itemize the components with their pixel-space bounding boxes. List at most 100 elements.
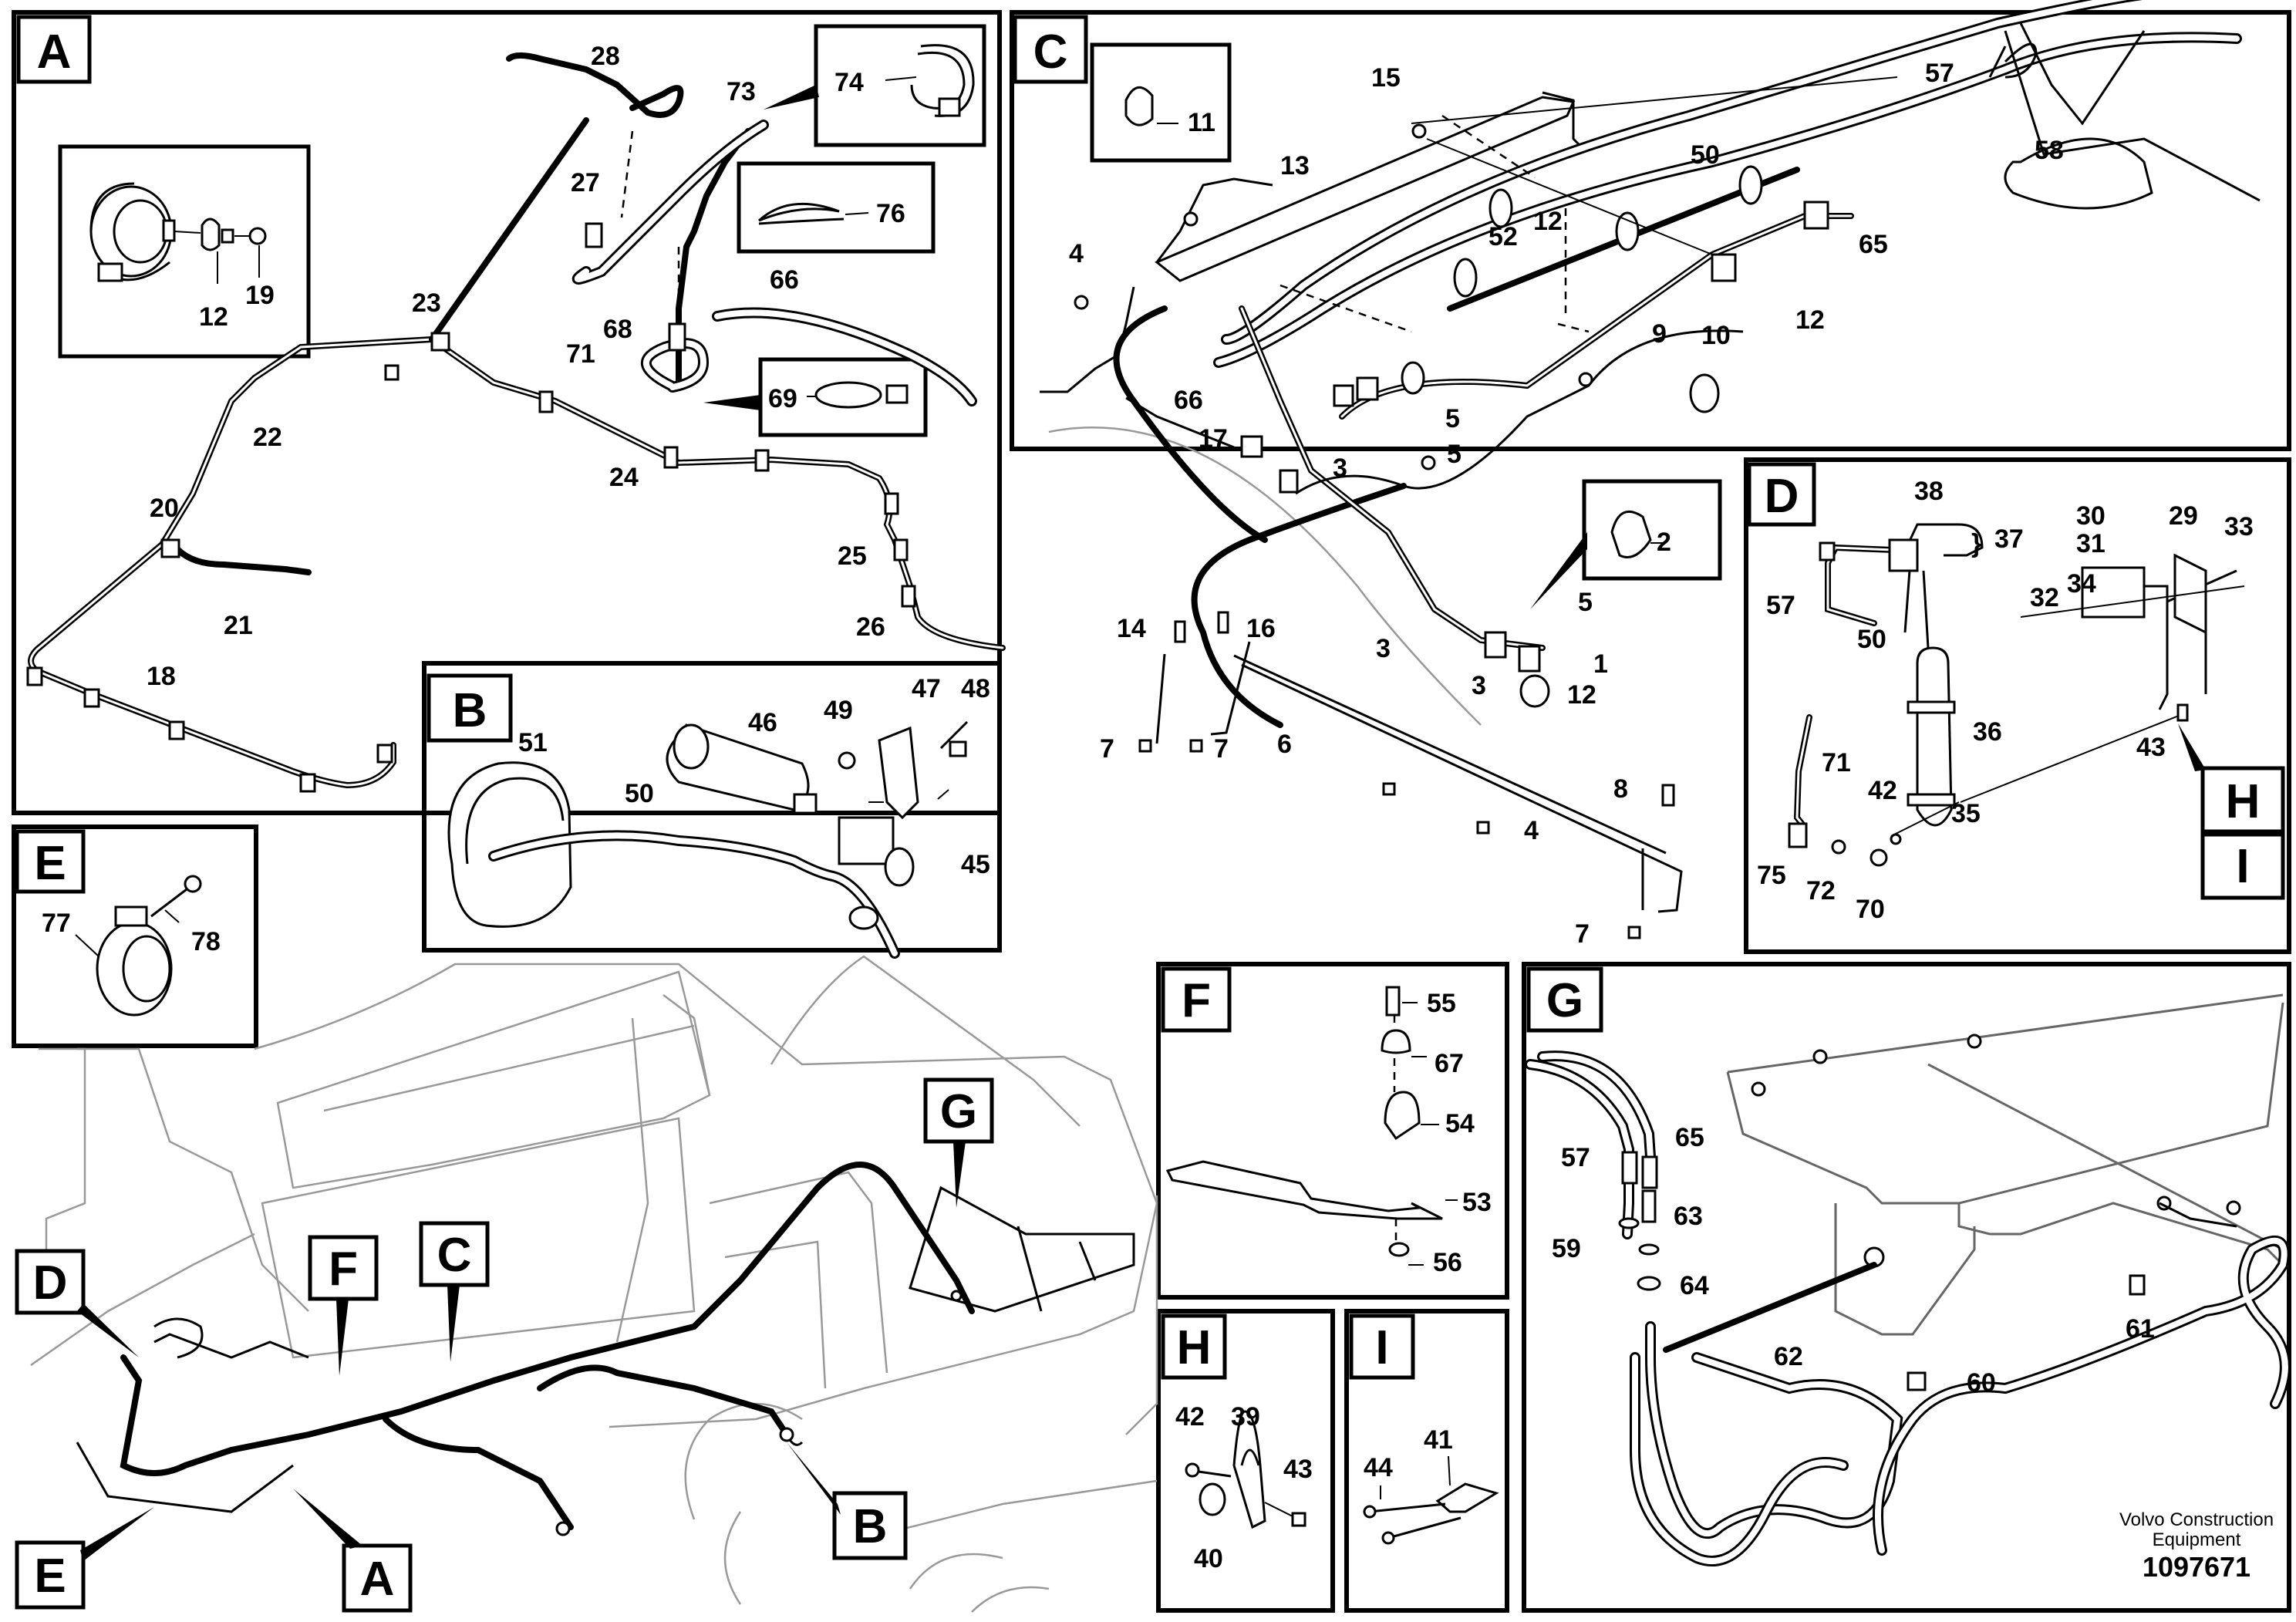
overview-tag-d: D xyxy=(33,1256,68,1310)
panel-h-tag: H xyxy=(1177,1321,1212,1374)
part-label-41: 41 xyxy=(1424,1425,1453,1455)
part-label-37: 37 xyxy=(1994,524,2024,554)
part-label-13: 13 xyxy=(1280,151,1310,180)
part-label-28: 28 xyxy=(591,42,620,71)
overview-tag-g: G xyxy=(940,1085,977,1138)
overview-tag-a: A xyxy=(360,1553,395,1606)
part-label-65: 65 xyxy=(1675,1123,1704,1152)
part-label-76: 76 xyxy=(876,199,905,228)
part-label-62: 62 xyxy=(1774,1342,1803,1371)
part-label-57: 57 xyxy=(1766,591,1795,620)
part-label-8: 8 xyxy=(1613,774,1628,804)
part-label-58: 58 xyxy=(2035,136,2064,165)
panel-h-tag-box xyxy=(1161,1313,1227,1380)
panel-g-frame xyxy=(1522,962,2291,1613)
part-label-32: 32 xyxy=(2030,583,2059,612)
part-label-7: 7 xyxy=(1100,734,1114,764)
part-label-72: 72 xyxy=(1806,876,1836,905)
callout-pointer-2 xyxy=(1530,532,1587,609)
panel-c-inset-fitting-2 xyxy=(1582,479,1722,581)
overview-tag-c: C xyxy=(437,1229,472,1282)
part-label-12b: 12 xyxy=(1567,680,1596,710)
panel-h: H 42 39 43 40 xyxy=(1161,1313,1313,1573)
part-label-2: 2 xyxy=(1657,528,1671,557)
part-label-44: 44 xyxy=(1364,1453,1393,1482)
part-label-74: 74 xyxy=(834,68,864,97)
part-label-55: 55 xyxy=(1427,989,1456,1018)
part-label-77: 77 xyxy=(42,909,71,938)
part-label-50: 50 xyxy=(625,779,654,808)
overview-tag-b-box xyxy=(832,1491,908,1560)
part-label-31: 31 xyxy=(2076,529,2106,558)
part-label-39: 39 xyxy=(1231,1402,1260,1431)
part-label-34: 34 xyxy=(2067,569,2096,599)
part-label-67: 67 xyxy=(1435,1049,1464,1078)
part-label-16: 16 xyxy=(1246,614,1276,643)
part-label-15: 15 xyxy=(1371,63,1401,93)
part-label-47: 47 xyxy=(912,674,941,703)
panel-f-tag-box xyxy=(1161,966,1232,1033)
panel-i: I 44 41 xyxy=(1349,1313,1499,1545)
panel-f: F 55 67 54 53 56 xyxy=(1161,966,1492,1277)
overview-tags: D F C G E A B xyxy=(15,1077,994,1613)
part-label-7c: 7 xyxy=(1575,919,1590,949)
part-label-42: 42 xyxy=(1868,776,1897,805)
part-label-65: 65 xyxy=(1859,230,1888,259)
part-label-7b: 7 xyxy=(1214,734,1229,764)
part-label-57: 57 xyxy=(1925,59,1954,88)
part-label-52: 52 xyxy=(1489,222,1518,251)
part-label-27: 27 xyxy=(571,168,600,197)
panel-f-frame xyxy=(1156,962,1509,1300)
panel-a-tag: A xyxy=(37,25,72,79)
callout-pointer-69 xyxy=(703,395,760,410)
part-label-71: 71 xyxy=(1822,748,1851,777)
part-label-59: 59 xyxy=(1552,1234,1581,1263)
panel-d-h-tag: H xyxy=(2226,775,2261,828)
part-label-3: 3 xyxy=(1333,454,1347,483)
part-label-70: 70 xyxy=(1856,895,1885,924)
part-label-60: 60 xyxy=(1967,1368,1996,1398)
part-label-68: 68 xyxy=(603,315,632,344)
overview-tag-f: F xyxy=(329,1243,358,1296)
panel-f-tag: F xyxy=(1182,974,1211,1027)
part-label-24: 24 xyxy=(609,463,639,492)
panel-e-tag: E xyxy=(34,837,66,890)
brand-line-1: Volvo Construction xyxy=(2119,1509,2274,1530)
panel-i-tag-box xyxy=(1349,1313,1415,1380)
overview-machine xyxy=(30,955,1158,1613)
panel-a-inset-strap-74 xyxy=(814,24,986,147)
panel-c-tag: C xyxy=(1033,25,1068,79)
panel-i-tag: I xyxy=(1375,1321,1388,1374)
part-label-5: 5 xyxy=(1445,404,1460,433)
part-label-56: 56 xyxy=(1433,1248,1462,1277)
part-label-46: 46 xyxy=(748,708,777,737)
part-label-1: 1 xyxy=(1593,649,1608,679)
part-label-66: 66 xyxy=(770,265,799,295)
overview-tag-a-box xyxy=(342,1543,413,1613)
panel-b-tag: B xyxy=(453,684,487,737)
part-label-9: 9 xyxy=(1652,319,1667,349)
panel-e-frame xyxy=(12,824,258,1048)
part-label-51: 51 xyxy=(518,728,548,757)
clamp-12-illustration xyxy=(89,182,267,284)
part-label-63: 63 xyxy=(1674,1202,1703,1231)
part-label-30: 30 xyxy=(2076,501,2106,531)
drawing-number: 1097671 xyxy=(2143,1551,2250,1583)
part-label-21: 21 xyxy=(224,611,253,640)
part-label-42: 42 xyxy=(1175,1402,1205,1431)
panel-a-inset-tie-76 xyxy=(737,161,936,254)
part-label-22: 22 xyxy=(253,423,282,452)
panel-g-tag-box xyxy=(1526,966,1603,1033)
part-label-38: 38 xyxy=(1914,477,1944,506)
part-label-37-brace: } xyxy=(1971,529,1981,558)
panel-d: D H I 38 } 37 30 31 29 33 57 xyxy=(1747,462,2285,924)
callout-pointer-hi xyxy=(2178,723,2206,771)
panel-d-tag-box xyxy=(1747,462,1816,527)
panel-g: G 57 65 63 59 64 xyxy=(1525,966,2291,1583)
part-label-75: 75 xyxy=(1757,861,1786,890)
part-label-19: 19 xyxy=(245,281,275,310)
panel-d-i-tag: I xyxy=(2236,840,2249,893)
part-label-5b: 5 xyxy=(1578,588,1593,617)
panel-c-tag-box xyxy=(1013,15,1088,84)
